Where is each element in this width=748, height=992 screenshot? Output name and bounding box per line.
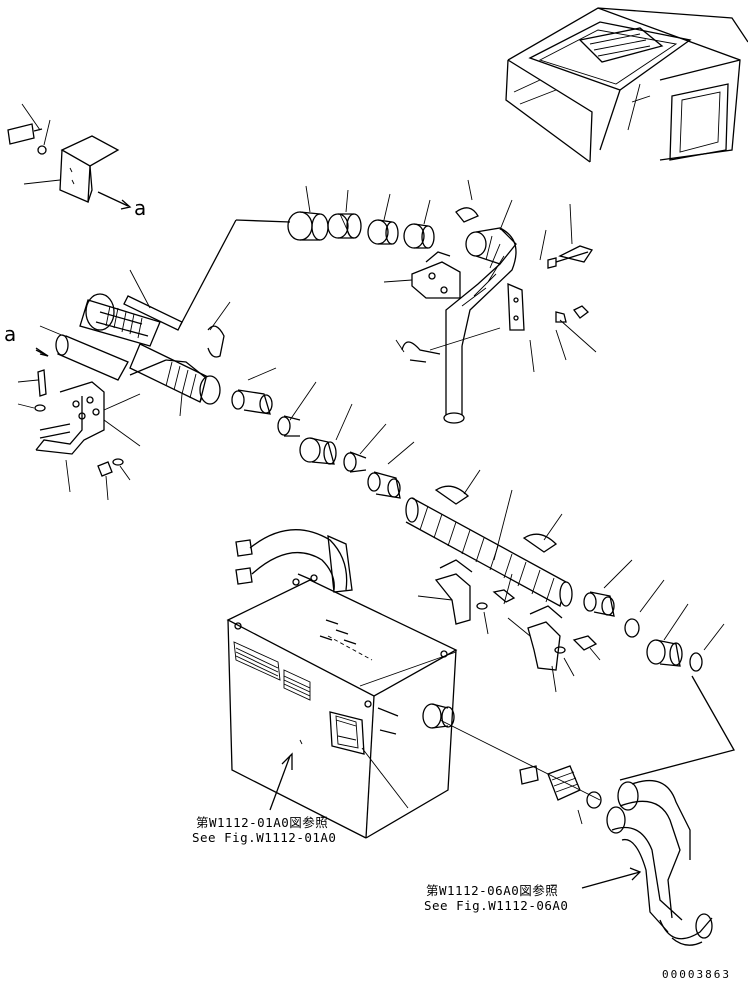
pipe-lower-right bbox=[606, 779, 713, 946]
hose-lower bbox=[519, 765, 602, 825]
drawing-number: 00003863 bbox=[662, 968, 731, 981]
callout-letter-left: a bbox=[4, 322, 17, 346]
callout-letter-top: a bbox=[134, 196, 147, 220]
reference-label-1-jp: 第W1112-01A0図参照 bbox=[196, 815, 329, 830]
clamp-series-right bbox=[583, 559, 735, 781]
clamp-series-middle bbox=[231, 367, 415, 499]
reference-label-2-en: See Fig.W1112-06A0 bbox=[424, 898, 569, 913]
reference-arrows bbox=[269, 752, 642, 889]
clamp-series-top bbox=[287, 179, 479, 249]
duct-assembly-left bbox=[17, 219, 291, 501]
duct-assembly-top-right bbox=[383, 199, 597, 424]
reference-label-2-jp: 第W1112-06A0図参照 bbox=[426, 883, 559, 898]
heater-unit bbox=[226, 529, 601, 839]
reference-label-1-en: See Fig.W1112-01A0 bbox=[192, 830, 337, 845]
cab-illustration bbox=[505, 7, 748, 163]
bracket-group-top-left bbox=[7, 103, 132, 210]
duct-center bbox=[405, 469, 573, 607]
